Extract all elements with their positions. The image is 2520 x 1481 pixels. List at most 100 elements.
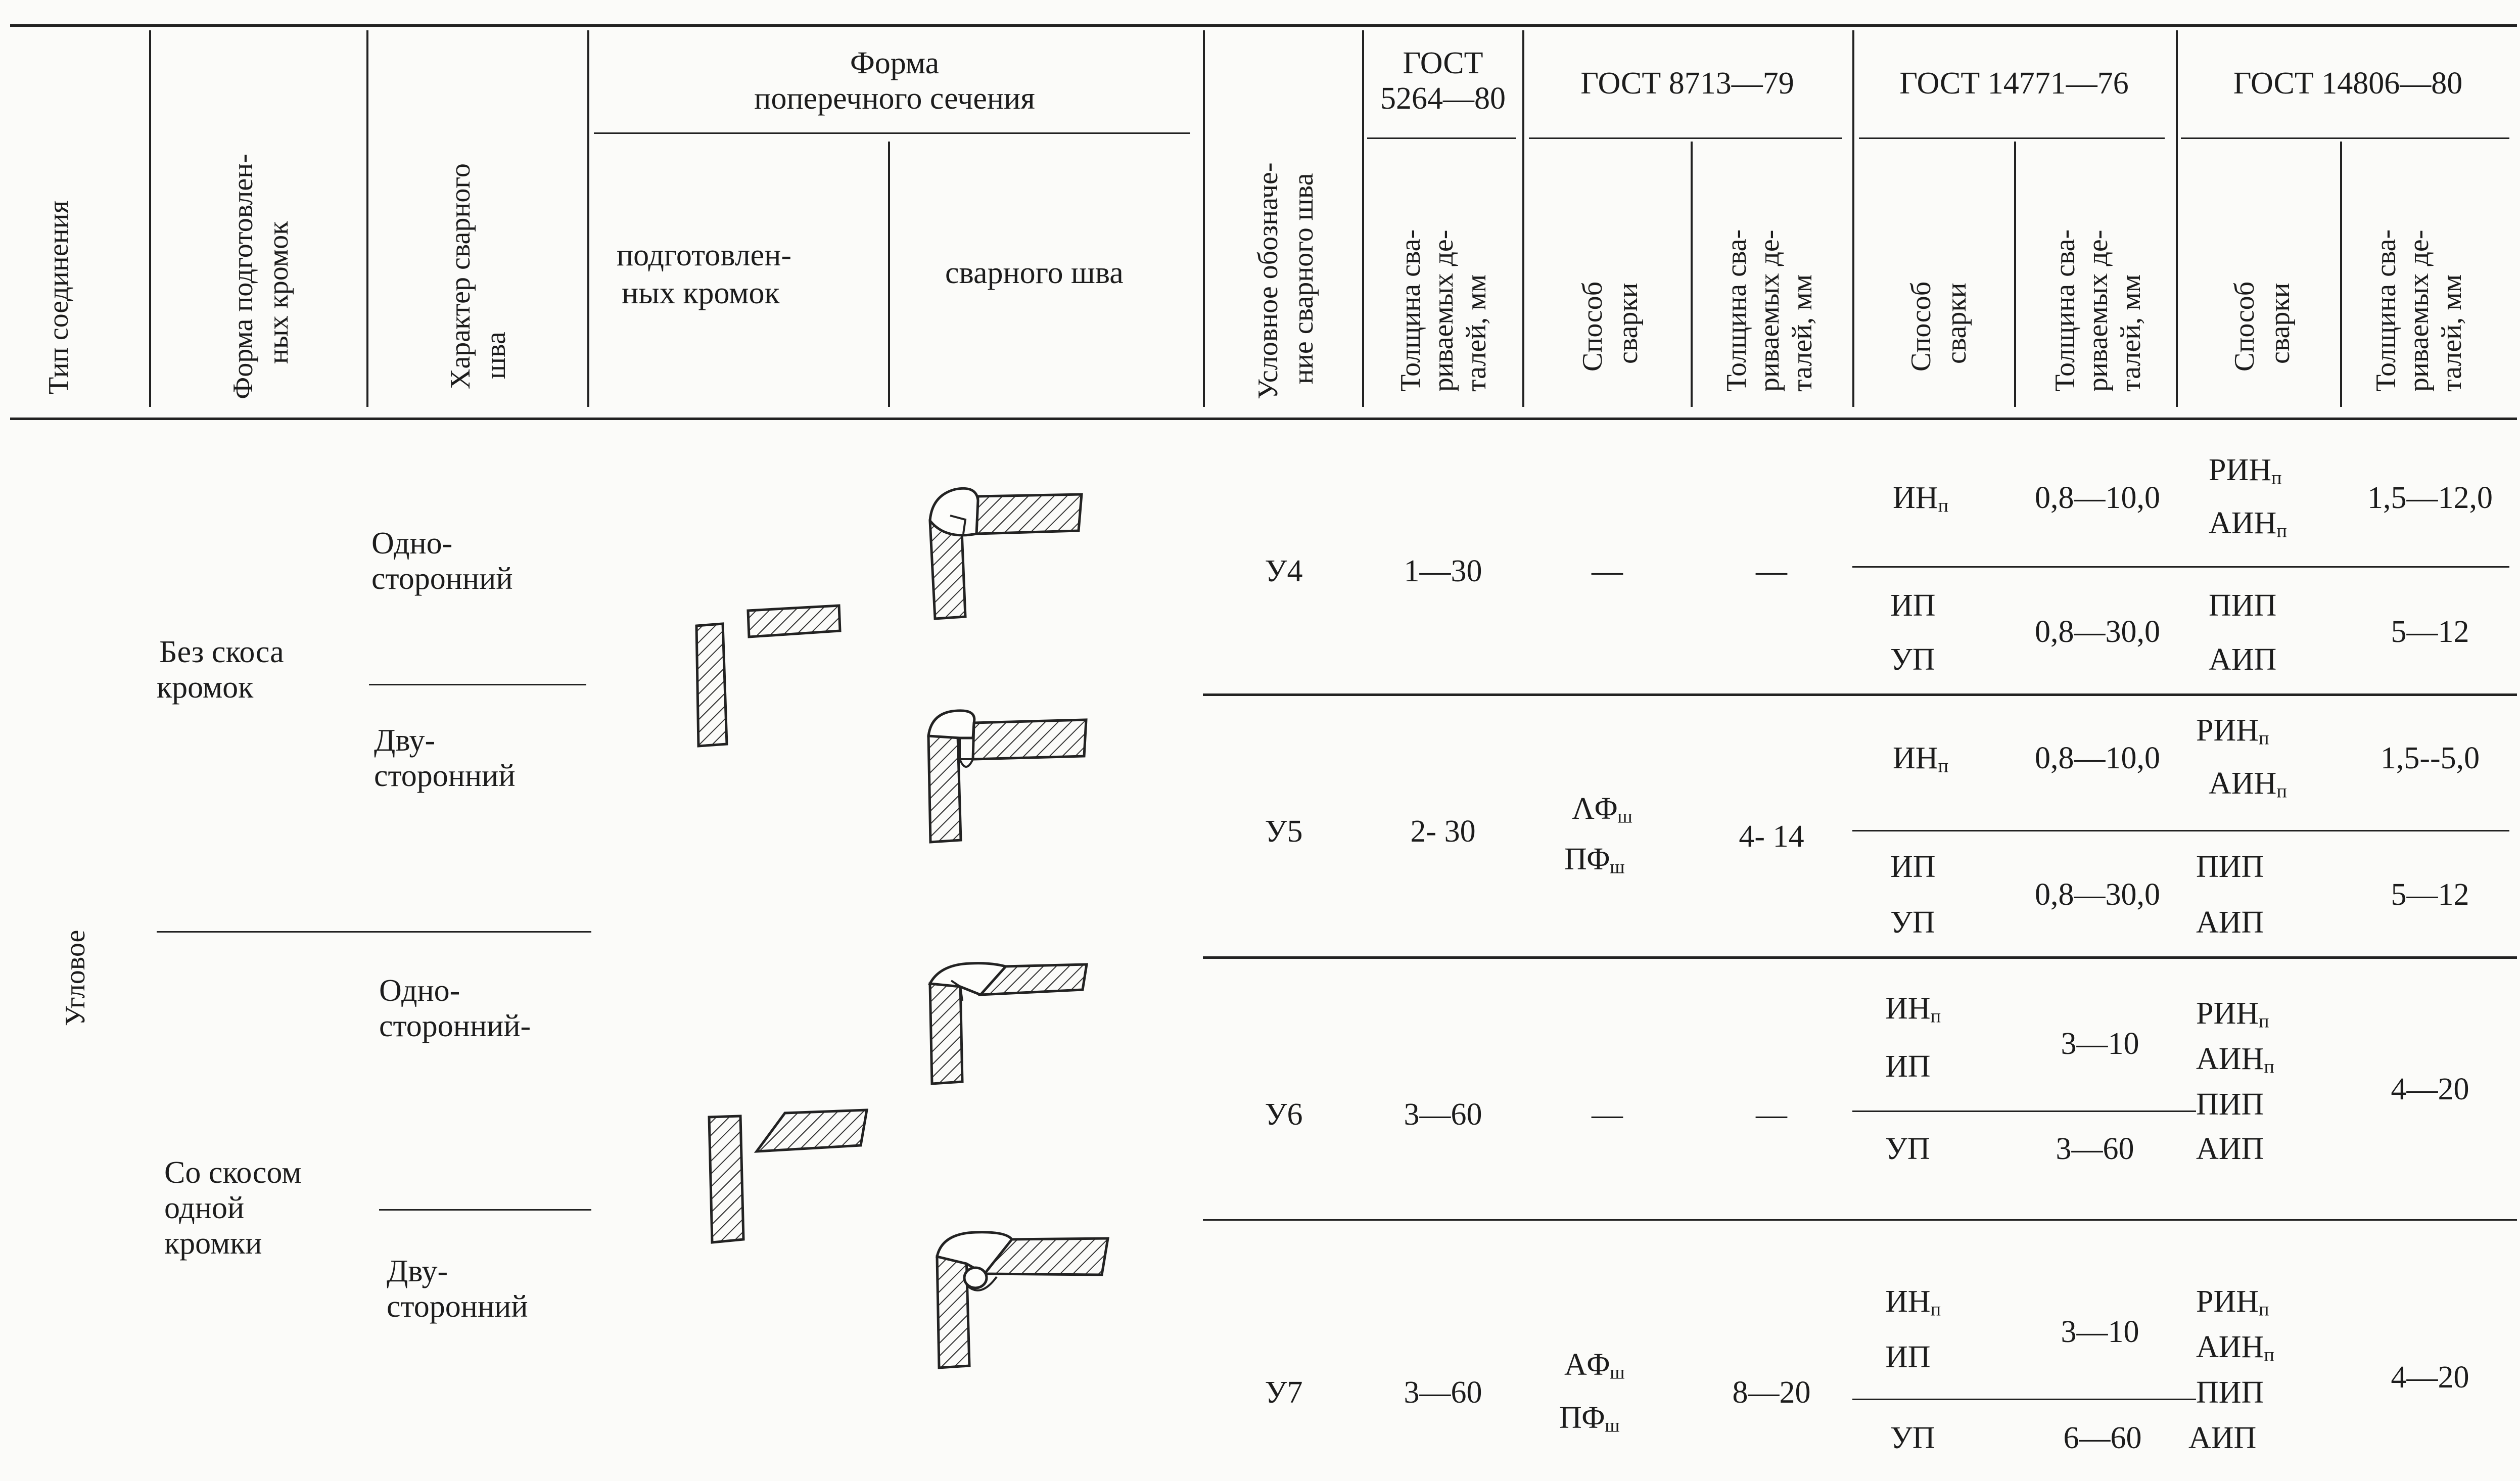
header-joint-type: Тип соединения <box>43 200 74 394</box>
gost14771-thickness-u7-b: 6—60 <box>2063 1421 2142 1455</box>
method-subscript: п <box>1938 495 1949 517</box>
weld-char-2-line2: сторонний <box>374 759 516 793</box>
col-divider <box>1852 30 1854 407</box>
weld-char-4-line1: Дву- <box>387 1254 448 1288</box>
header-gost-5264-line2: 5264—80 <box>1380 81 1506 116</box>
col-divider <box>1522 30 1524 407</box>
header-thickness-line1: Толщина сва- <box>1395 229 1426 392</box>
method-subscript: ш <box>1617 806 1632 827</box>
method-subscript: п <box>2259 1299 2269 1320</box>
designation-u7: У7 <box>1265 1375 1303 1410</box>
gost14771-method-u7-a2: ИП <box>1885 1340 1931 1374</box>
col-divider <box>1203 30 1205 407</box>
gost14806-method-u6-1: РИНп <box>2196 996 2269 1039</box>
header-gost-14771: ГОСТ 14771—76 <box>1899 66 2129 101</box>
gost8713-method-u6: — <box>1592 1097 1623 1132</box>
header-thickness-line1: Толщина сва- <box>2370 229 2402 392</box>
header-thickness-line2: риваемых де- <box>2403 229 2435 392</box>
method-text: РИН <box>2196 713 2259 748</box>
gost5264-thickness-u6: 3—60 <box>1404 1097 1482 1132</box>
method-text: ΠΦ <box>1564 842 1610 876</box>
gost8713-method-u7-a: АΦш <box>1564 1347 1625 1391</box>
method-subscript: п <box>2264 1056 2274 1078</box>
weld-char-1-line2: сторонний <box>371 562 513 596</box>
gost14806-method-u5-a1: РИНп <box>2196 713 2269 756</box>
edge-form-1-line1: Без скоса <box>159 635 284 669</box>
gost14806-method-u4-b2: АИП <box>2209 642 2277 677</box>
gost5264-thickness-u7: 3—60 <box>1404 1375 1482 1410</box>
gost14771-thickness-u6-a: 3—10 <box>2061 1027 2139 1061</box>
header-method-line2: сварки <box>1612 283 1644 364</box>
header-thickness-line2: риваемых де- <box>1428 229 1459 392</box>
col-divider <box>1691 142 1693 407</box>
designation-u5: У5 <box>1265 814 1303 849</box>
gost14806-thickness-u5-b: 5—12 <box>2391 877 2469 912</box>
gost14771-method-u4-b2: УП <box>1890 642 1935 677</box>
method-text: ИН <box>1893 741 1938 775</box>
gost14806-thickness-u5-a: 1,5--5,0 <box>2380 741 2480 775</box>
method-text: ΠΦ <box>1559 1401 1605 1435</box>
weld-char-2-line1: Дву- <box>374 723 436 758</box>
method-subscript: п <box>1930 1005 1941 1027</box>
col-divider <box>149 30 151 407</box>
gost14771-method-u4-b1: ИП <box>1890 588 1936 623</box>
subheader-rule <box>1529 137 1842 139</box>
row-rule <box>369 684 586 685</box>
subheader-rule <box>1367 137 1516 139</box>
method-text: ИН <box>1893 481 1938 515</box>
header-edge-form-line1: Форма подготовлен- <box>227 154 259 399</box>
header-gost-8713: ГОСТ 8713—79 <box>1580 66 1794 101</box>
header-thickness-line2: риваемых де- <box>1754 229 1785 392</box>
method-subscript: п <box>2271 467 2282 489</box>
header-bottom-rule <box>10 418 2517 420</box>
header-designation-line1: Условное обозначе- <box>1252 162 1284 399</box>
header-thickness-line3: талей, мм <box>1461 274 1492 392</box>
col-divider <box>587 30 589 407</box>
method-text: АИН <box>2209 506 2277 540</box>
header-method-line1: Способ <box>1577 281 1608 372</box>
col-divider <box>2340 142 2342 407</box>
gost14806-method-u4-a2: АИНп <box>2209 505 2287 549</box>
header-cross-section-line2: поперечного сечения <box>754 81 1035 116</box>
header-method-line1: Способ <box>2229 281 2260 372</box>
gost14806-method-u5-b2: АИП <box>2196 905 2264 940</box>
weld-seam-u7-figure <box>936 1231 1109 1369</box>
gost14771-method-u5-b2: УП <box>1890 905 1935 940</box>
method-text: АΦ <box>1564 1348 1610 1382</box>
header-method-line1: Способ <box>1905 281 1937 372</box>
row-rule <box>1203 956 2517 959</box>
designation-u6: У6 <box>1265 1097 1303 1132</box>
row-rule <box>1852 566 2509 568</box>
header-thickness-line3: талей, мм <box>1787 274 1818 392</box>
gost8713-thickness-u5: 4- 14 <box>1739 819 1804 854</box>
row-rule <box>157 931 591 933</box>
method-subscript: п <box>2276 780 2287 802</box>
header-designation-line2: ние сварного шва <box>1288 173 1319 384</box>
header-weld-character-line1: Характер сварного <box>445 163 476 389</box>
gost14771-method-u5-b1: ИП <box>1890 850 1936 884</box>
weld-char-1-line1: Одно- <box>371 526 453 561</box>
gost14806-method-u5-b1: ПИП <box>2196 850 2264 884</box>
method-text: ИН <box>1885 991 1931 1026</box>
joint-type-cell: Угловое <box>60 930 91 1026</box>
edge-form-2-line3: кромки <box>164 1226 262 1261</box>
gost14771-thickness-u7-a: 3—10 <box>2061 1315 2139 1349</box>
prepared-edges-square-figure <box>695 604 842 748</box>
method-subscript: п <box>2259 727 2269 749</box>
method-subscript: ш <box>1610 1362 1625 1383</box>
method-text: ИН <box>1885 1284 1931 1319</box>
weld-char-4-line2: сторонний <box>387 1289 528 1324</box>
subheader-rule <box>1859 137 2165 139</box>
edge-form-1-line2: кромок <box>157 670 254 705</box>
gost14806-method-u5-a2: АИНп <box>2209 766 2287 809</box>
gost14806-method-u6-3: ПИП <box>2196 1087 2264 1122</box>
row-rule <box>1852 1110 2196 1112</box>
prepared-edges-bevel-figure <box>708 1108 868 1244</box>
col-divider <box>1362 30 1364 407</box>
method-text: АИН <box>2196 1042 2264 1076</box>
method-text: РИН <box>2196 1284 2259 1319</box>
header-thickness-line1: Толщина сва- <box>2049 229 2081 392</box>
weld-seam-u4-figure <box>928 487 1083 620</box>
subheader-rule <box>2181 137 2509 139</box>
gost14771-method-u5-a: ИНп <box>1893 740 1948 784</box>
